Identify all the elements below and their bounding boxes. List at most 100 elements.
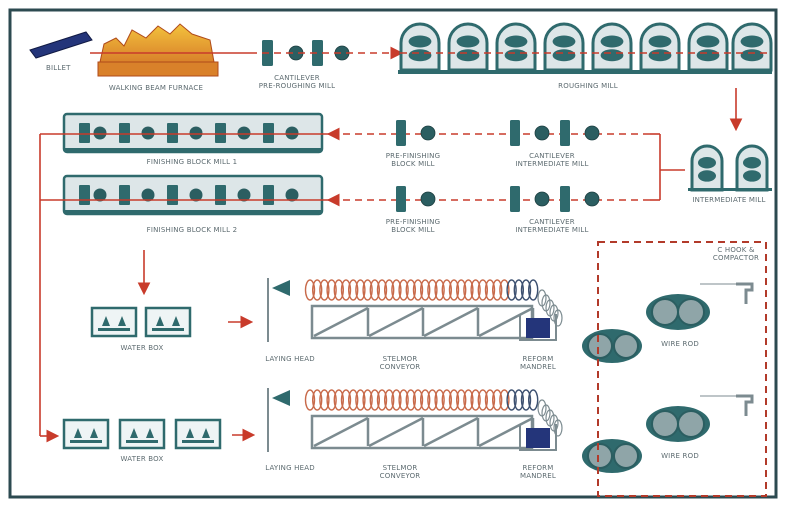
roughing-mill-base xyxy=(398,70,772,74)
nozzle xyxy=(156,316,164,326)
water-box-1-unit-a xyxy=(90,306,138,338)
water-box-2-label: WATER BOX xyxy=(120,455,164,463)
block-base xyxy=(64,210,322,214)
block-roll xyxy=(285,188,299,202)
finishing-block-2-label: FINISHING BLOCK MILL 2 xyxy=(146,226,238,234)
cantilever-stand xyxy=(560,120,570,146)
coil-loop xyxy=(506,389,517,411)
coil-loop xyxy=(391,389,402,411)
coil-loop xyxy=(376,279,388,301)
lower-roll xyxy=(743,170,761,182)
coil-loop xyxy=(340,389,352,411)
coil-loop xyxy=(528,279,539,301)
cantilever-stand xyxy=(510,186,520,212)
coil-face xyxy=(677,410,705,438)
coil-loop xyxy=(492,389,503,411)
roughing-stand-3 xyxy=(495,22,537,72)
water-box-2-unit-c xyxy=(174,418,222,450)
lower-roll xyxy=(552,49,576,62)
block-roll xyxy=(141,126,155,140)
intermediate-stand-2 xyxy=(735,144,769,192)
roughing-stand-8 xyxy=(731,22,773,72)
nozzle xyxy=(102,316,110,326)
lower-roll xyxy=(740,49,764,62)
block-stand xyxy=(215,123,226,143)
conveyor-2-label: STELMOR CONVEYOR xyxy=(379,464,421,480)
nozzle xyxy=(118,316,126,326)
coil-eye xyxy=(587,443,613,469)
coil-loop xyxy=(362,279,373,301)
coil-loop xyxy=(333,279,344,301)
finishing-block-mill-1 xyxy=(62,112,324,154)
stelmor-line-2 xyxy=(267,388,642,473)
nozzle-rail xyxy=(98,328,130,331)
cantilever-2-label: CANTILEVER INTERMEDIATE MILL xyxy=(515,218,589,234)
coil-loop xyxy=(470,389,481,411)
reform-2-label: REFORM MANDREL xyxy=(519,464,557,480)
roughing-stand-1 xyxy=(399,22,441,72)
intermediate-mill-label: INTERMEDIATE MILL xyxy=(692,196,766,204)
coil-loop xyxy=(427,389,438,411)
nozzle-rail xyxy=(126,440,158,443)
billet xyxy=(29,31,93,59)
block-stand xyxy=(167,185,178,205)
coil-loop xyxy=(340,279,352,301)
coil-loop xyxy=(477,279,488,301)
coil-loop xyxy=(441,279,452,301)
nozzle-rail xyxy=(152,328,184,331)
lower-roll xyxy=(696,49,720,62)
coil-loop xyxy=(463,389,474,411)
block-roll xyxy=(237,126,251,140)
coil-loop xyxy=(484,279,496,301)
coil-loop xyxy=(412,389,424,411)
coil-loop xyxy=(369,389,380,411)
nozzle xyxy=(146,428,154,438)
coil-loop xyxy=(319,279,330,301)
coil-loop xyxy=(499,389,510,411)
coil-loop xyxy=(312,279,323,301)
coil-loop xyxy=(384,279,395,301)
coil-loop xyxy=(448,279,460,301)
lower-roll xyxy=(456,49,480,62)
block-roll xyxy=(141,188,155,202)
conveyor-truss xyxy=(368,416,424,448)
water-box-unit xyxy=(144,306,192,338)
coil-loop xyxy=(520,279,532,301)
prefinishing-2-label: PRE-FINISHING BLOCK MILL xyxy=(385,218,441,234)
coil-loop xyxy=(528,389,539,411)
water-box-1-label: WATER BOX xyxy=(120,344,164,352)
upper-roll xyxy=(600,35,624,48)
coil-loop xyxy=(448,389,460,411)
intermediate-stand-1 xyxy=(690,144,724,192)
block-base xyxy=(64,148,322,152)
cantilever-roll xyxy=(534,191,550,207)
hook-compactor-label: C HOOK & COMPACTOR xyxy=(712,246,760,262)
coil-loop xyxy=(420,279,431,301)
laying-head-2-label: LAYING HEAD xyxy=(265,464,315,472)
coil-loop xyxy=(463,279,474,301)
coil-loop xyxy=(333,389,344,411)
block-roll xyxy=(237,188,251,202)
block-stand xyxy=(167,123,178,143)
lower-roll xyxy=(408,49,432,62)
cantilever-roll xyxy=(584,191,600,207)
block-roll xyxy=(189,188,203,202)
coil-loop xyxy=(304,279,316,301)
block-stand xyxy=(263,123,274,143)
block-roll xyxy=(285,126,299,140)
water-box-2-unit-a xyxy=(62,418,110,450)
prefinishing-roll xyxy=(420,191,436,207)
prefinishing-roll xyxy=(420,125,436,141)
lower-roll xyxy=(698,170,716,182)
coil-loop xyxy=(312,389,323,411)
conveyor-1-label: STELMOR CONVEYOR xyxy=(379,355,421,371)
coil-loop xyxy=(506,279,517,301)
upper-roll xyxy=(456,35,480,48)
coil-eye xyxy=(613,333,639,359)
conveyor-truss xyxy=(478,416,534,448)
finishing-block-1-label: FINISHING BLOCK MILL 1 xyxy=(146,158,238,166)
coil-loop xyxy=(398,279,409,301)
water-box-unit xyxy=(118,418,166,450)
